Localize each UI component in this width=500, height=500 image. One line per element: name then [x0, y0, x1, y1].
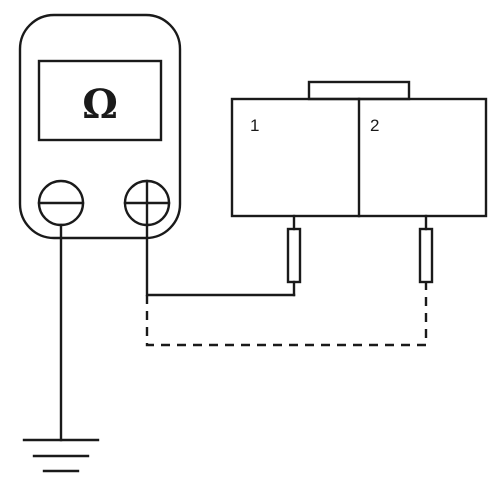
- multimeter-body: [18, 13, 182, 240]
- multimeter: [18, 13, 182, 240]
- ohm-symbol: Ω: [82, 81, 118, 128]
- pin-1-label: 1: [250, 116, 259, 135]
- probe-pin-2: [418, 214, 434, 284]
- plus-terminal-icon[interactable]: [123, 179, 171, 227]
- pin-2-label: 2: [370, 116, 379, 135]
- probe-pin-1: [286, 214, 302, 297]
- connector: [230, 80, 488, 218]
- minus-terminal-icon[interactable]: [37, 179, 85, 227]
- test-lead-pin-1: [145, 223, 296, 297]
- connector-latch: [307, 80, 411, 101]
- ground-symbol-icon: [22, 438, 100, 473]
- test-lead-pin-2-dashed: [145, 282, 428, 347]
- meter-display: [37, 59, 163, 142]
